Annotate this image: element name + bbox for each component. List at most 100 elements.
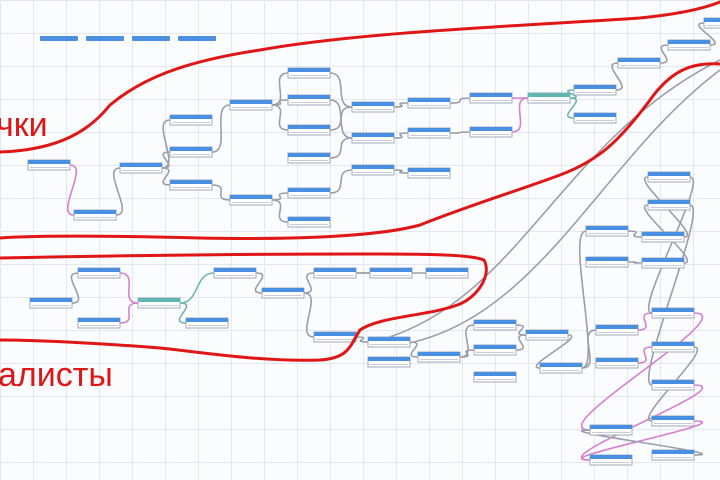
flow-node-header bbox=[408, 168, 450, 172]
legend-bar bbox=[132, 36, 170, 41]
flow-node-header bbox=[474, 372, 516, 376]
flow-node-header bbox=[408, 128, 450, 132]
link-wire bbox=[211, 184, 231, 201]
link-wire bbox=[511, 97, 529, 133]
link-wire bbox=[178, 302, 188, 324]
flow-node-header bbox=[288, 125, 330, 129]
top-group-label: чки bbox=[0, 106, 48, 144]
legend-bar bbox=[40, 36, 78, 41]
flow-node-header bbox=[288, 153, 330, 157]
flow-node-header bbox=[352, 165, 394, 169]
flow-node-header bbox=[368, 337, 410, 341]
link-wire bbox=[535, 334, 573, 369]
link-wire bbox=[580, 420, 704, 461]
link-wire bbox=[211, 104, 231, 153]
flow-node-header bbox=[574, 85, 616, 89]
flow-node-header bbox=[590, 425, 632, 429]
link-wire bbox=[179, 272, 215, 304]
flow-node-header bbox=[170, 147, 212, 151]
link-wire bbox=[271, 104, 289, 131]
flow-node-header bbox=[474, 345, 516, 349]
annotation-loop-top bbox=[0, 0, 720, 240]
flow-node-header bbox=[470, 93, 512, 97]
flow-node-header bbox=[652, 308, 694, 312]
flow-node-header bbox=[262, 288, 304, 292]
link-wire bbox=[659, 44, 669, 64]
flow-node-header bbox=[596, 325, 638, 329]
flow-node-header bbox=[586, 226, 628, 230]
flow-node-header bbox=[370, 268, 412, 272]
link-wire bbox=[580, 384, 704, 461]
flow-node[interactable] bbox=[703, 17, 720, 29]
link-wire bbox=[329, 99, 353, 139]
flow-node-header bbox=[652, 416, 694, 420]
link-wire bbox=[393, 102, 409, 108]
flow-node-header bbox=[78, 268, 120, 272]
flow-node-header bbox=[314, 332, 356, 336]
link-wire bbox=[161, 119, 171, 169]
flow-node-header bbox=[528, 93, 570, 97]
link-wire bbox=[611, 62, 623, 91]
flow-node-header bbox=[352, 133, 394, 137]
link-wire bbox=[459, 324, 475, 358]
flow-node-header bbox=[618, 58, 660, 62]
link-wire bbox=[578, 230, 590, 369]
link-wire bbox=[449, 131, 471, 134]
flow-node-header bbox=[314, 268, 356, 272]
flow-node-header bbox=[418, 352, 460, 356]
flow-node-header bbox=[652, 450, 694, 454]
link-wire bbox=[580, 312, 704, 431]
flow-node-header bbox=[186, 318, 228, 322]
link-wire bbox=[271, 199, 289, 223]
link-wire bbox=[329, 72, 353, 108]
flow-node-header bbox=[470, 127, 512, 131]
flow-node-header bbox=[120, 163, 162, 167]
link-wire bbox=[379, 59, 720, 341]
flow-node-header bbox=[426, 268, 468, 272]
link-wire bbox=[459, 349, 475, 358]
flow-node-header bbox=[642, 232, 684, 236]
link-wire bbox=[515, 324, 527, 336]
flow-node-header bbox=[28, 160, 70, 164]
flow-node-header bbox=[288, 217, 330, 221]
link-wire bbox=[393, 132, 409, 139]
flow-node-header bbox=[288, 188, 330, 192]
annotation-loop-bottom bbox=[0, 252, 488, 362]
link-wire bbox=[627, 230, 643, 238]
link-wire bbox=[409, 341, 419, 358]
link-wire bbox=[647, 204, 695, 386]
link-wire bbox=[567, 97, 577, 119]
link-wire bbox=[647, 176, 695, 314]
link-wire bbox=[399, 69, 720, 346]
flow-node-header bbox=[704, 18, 720, 22]
flow-node-header bbox=[648, 200, 690, 204]
flow-node-header bbox=[652, 342, 694, 346]
legend-bar bbox=[86, 36, 124, 41]
link-wire bbox=[271, 72, 289, 106]
flow-node-header bbox=[78, 318, 120, 322]
flow-node-header bbox=[408, 98, 450, 102]
link-wire bbox=[254, 272, 264, 294]
link-wire bbox=[161, 151, 171, 169]
link-wire bbox=[303, 292, 315, 338]
link-wire bbox=[119, 302, 139, 324]
flow-node-header bbox=[30, 298, 72, 302]
link-wire bbox=[637, 312, 653, 331]
link-wire bbox=[303, 272, 315, 294]
link-wire bbox=[271, 99, 289, 106]
link-wire bbox=[355, 336, 369, 343]
link-wire bbox=[393, 169, 409, 174]
flow-node-header bbox=[170, 115, 212, 119]
link-wire bbox=[449, 97, 471, 104]
flow-node-header bbox=[170, 180, 212, 184]
flow-node-header bbox=[352, 102, 394, 106]
flow-node-header bbox=[474, 320, 516, 324]
legend-bar bbox=[178, 36, 216, 41]
link-wire bbox=[515, 334, 527, 351]
flow-node-header bbox=[230, 100, 272, 104]
flow-node-header bbox=[368, 357, 410, 361]
link-wire bbox=[161, 167, 171, 186]
flow-node-header bbox=[648, 172, 690, 176]
